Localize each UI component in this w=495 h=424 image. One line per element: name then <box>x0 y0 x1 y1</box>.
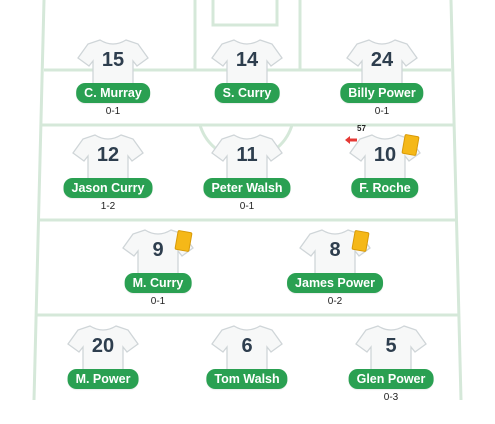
player-name: S. Curry <box>214 83 280 103</box>
player-6[interactable]: 6 Tom Walsh <box>197 324 297 424</box>
player-14[interactable]: 14 S. Curry <box>197 38 297 138</box>
player-11[interactable]: 11 Peter Walsh 0-1 <box>197 133 297 233</box>
shirt-number: 12 <box>96 144 120 166</box>
player-24[interactable]: 24 Billy Power 0-1 <box>332 38 432 138</box>
shirt-icon: 20 <box>65 324 141 379</box>
shirt-icon: 6 <box>209 324 285 379</box>
player-score: 0-1 <box>239 201 255 212</box>
player-15[interactable]: 15 C. Murray 0-1 <box>63 38 163 138</box>
player-5[interactable]: 5 Glen Power 0-3 <box>341 324 441 424</box>
player-name: F. Roche <box>351 178 419 198</box>
shirt-number: 8 <box>329 239 341 261</box>
player-score: 0-3 <box>383 392 399 403</box>
player-score: 0-1 <box>374 106 390 117</box>
player-9[interactable]: 9 M. Curry 0-1 <box>108 228 208 328</box>
player-name: Billy Power <box>340 83 424 103</box>
player-name: C. Murray <box>76 83 150 103</box>
shirt-icon: 24 <box>344 38 420 93</box>
shirt-number: 6 <box>241 335 253 357</box>
player-name: Jason Curry <box>63 178 153 198</box>
shirt-number: 15 <box>101 49 125 71</box>
player-score: 0-1 <box>150 296 166 307</box>
shirt-number: 5 <box>385 335 397 357</box>
player-12[interactable]: 12 Jason Curry 1-2 <box>58 133 158 233</box>
player-8[interactable]: 8 James Power 0-2 <box>285 228 385 328</box>
player-name: Peter Walsh <box>203 178 291 198</box>
player-name: James Power <box>287 273 383 293</box>
substitution-minute: 57 <box>357 124 366 133</box>
player-score: 0-1 <box>105 106 121 117</box>
player-score: 1-2 <box>100 201 116 212</box>
shirt-icon: 12 <box>70 133 146 188</box>
shirt-number: 24 <box>370 49 394 71</box>
player-name: Glen Power <box>348 369 434 389</box>
shirt-number: 9 <box>152 239 164 261</box>
shirt-icon: 5 <box>353 324 429 379</box>
player-name: M. Power <box>67 369 139 389</box>
player-10[interactable]: 10 57 F. Roche <box>335 124 435 233</box>
shirt-number: 20 <box>91 335 115 357</box>
player-name: Tom Walsh <box>206 369 288 389</box>
player-name: M. Curry <box>124 273 192 293</box>
substitution-off-icon <box>345 136 357 144</box>
shirt-icon: 15 <box>75 38 151 93</box>
shirt-icon: 11 <box>209 133 285 188</box>
shirt-number: 14 <box>235 49 259 71</box>
shirt-number: 10 <box>373 144 397 166</box>
player-score: 0-2 <box>327 296 343 307</box>
shirt-icon: 14 <box>209 38 285 93</box>
shirt-number: 11 <box>236 144 258 166</box>
player-20[interactable]: 20 M. Power <box>53 324 153 424</box>
